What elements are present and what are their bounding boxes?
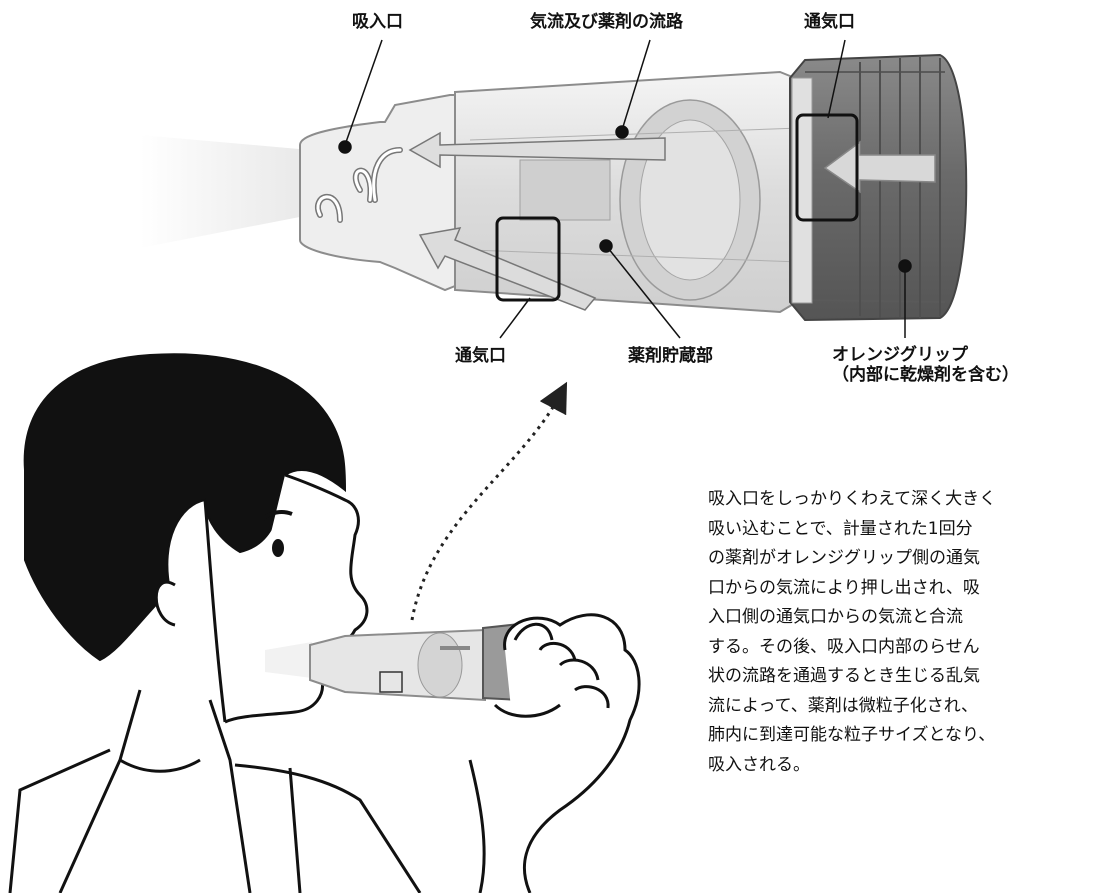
leader-lines [338, 39, 912, 339]
label-grip-line2: （内部に乾燥剤を含む） [832, 365, 1019, 385]
description-line: 口からの気流により押し出され、吸 [708, 577, 980, 598]
label-inlet: 吸入口 [352, 12, 403, 32]
description-line: 吸入される。 [708, 754, 810, 775]
description-line: する。その後、吸入口内部のらせん [708, 636, 980, 657]
label-vent-inlet-side: 通気口 [455, 346, 506, 366]
description-line: 肺内に到達可能な粒子サイズとなり、 [708, 725, 996, 745]
description-line: 吸い込むことで、計量された1回分 [708, 518, 973, 539]
hand-illustration [468, 613, 641, 893]
spray-beam [140, 135, 310, 248]
description-line: の薬剤がオレンジグリップ側の通気 [708, 548, 980, 568]
flow-arrow-grip-vent [823, 140, 936, 194]
person-illustration [8, 353, 422, 893]
description-line: 流によって、薬剤は微粒子化され、 [708, 695, 978, 716]
orange-grip [789, 53, 968, 322]
label-orange-grip: オレンジグリップ （内部に乾燥剤を含む） [832, 345, 1062, 385]
dotted-connector-arrow [410, 381, 568, 621]
flow-arrow-main [408, 131, 666, 169]
flow-arrow-inlet-vent [418, 227, 597, 311]
vent-highlight-grip [795, 113, 859, 222]
description-text: 吸入口をしっかりくわえて深く大きく 吸い込むことで、計量された1回分 の薬剤がオ… [708, 485, 1088, 780]
description-line: 吸入口をしっかりくわえて深く大きく [708, 489, 997, 509]
description-line: 入口側の通気口からの気流と合流 [708, 607, 963, 627]
description-line: 状の流路を通過するとき生じる乱気 [708, 666, 980, 686]
label-flow-path: 気流及び薬剤の流路 [530, 12, 683, 32]
label-drug-reservoir: 薬剤貯蔵部 [628, 346, 713, 366]
label-vent-grip-side: 通気口 [804, 12, 855, 32]
label-grip-line1: オレンジグリップ [832, 345, 968, 365]
